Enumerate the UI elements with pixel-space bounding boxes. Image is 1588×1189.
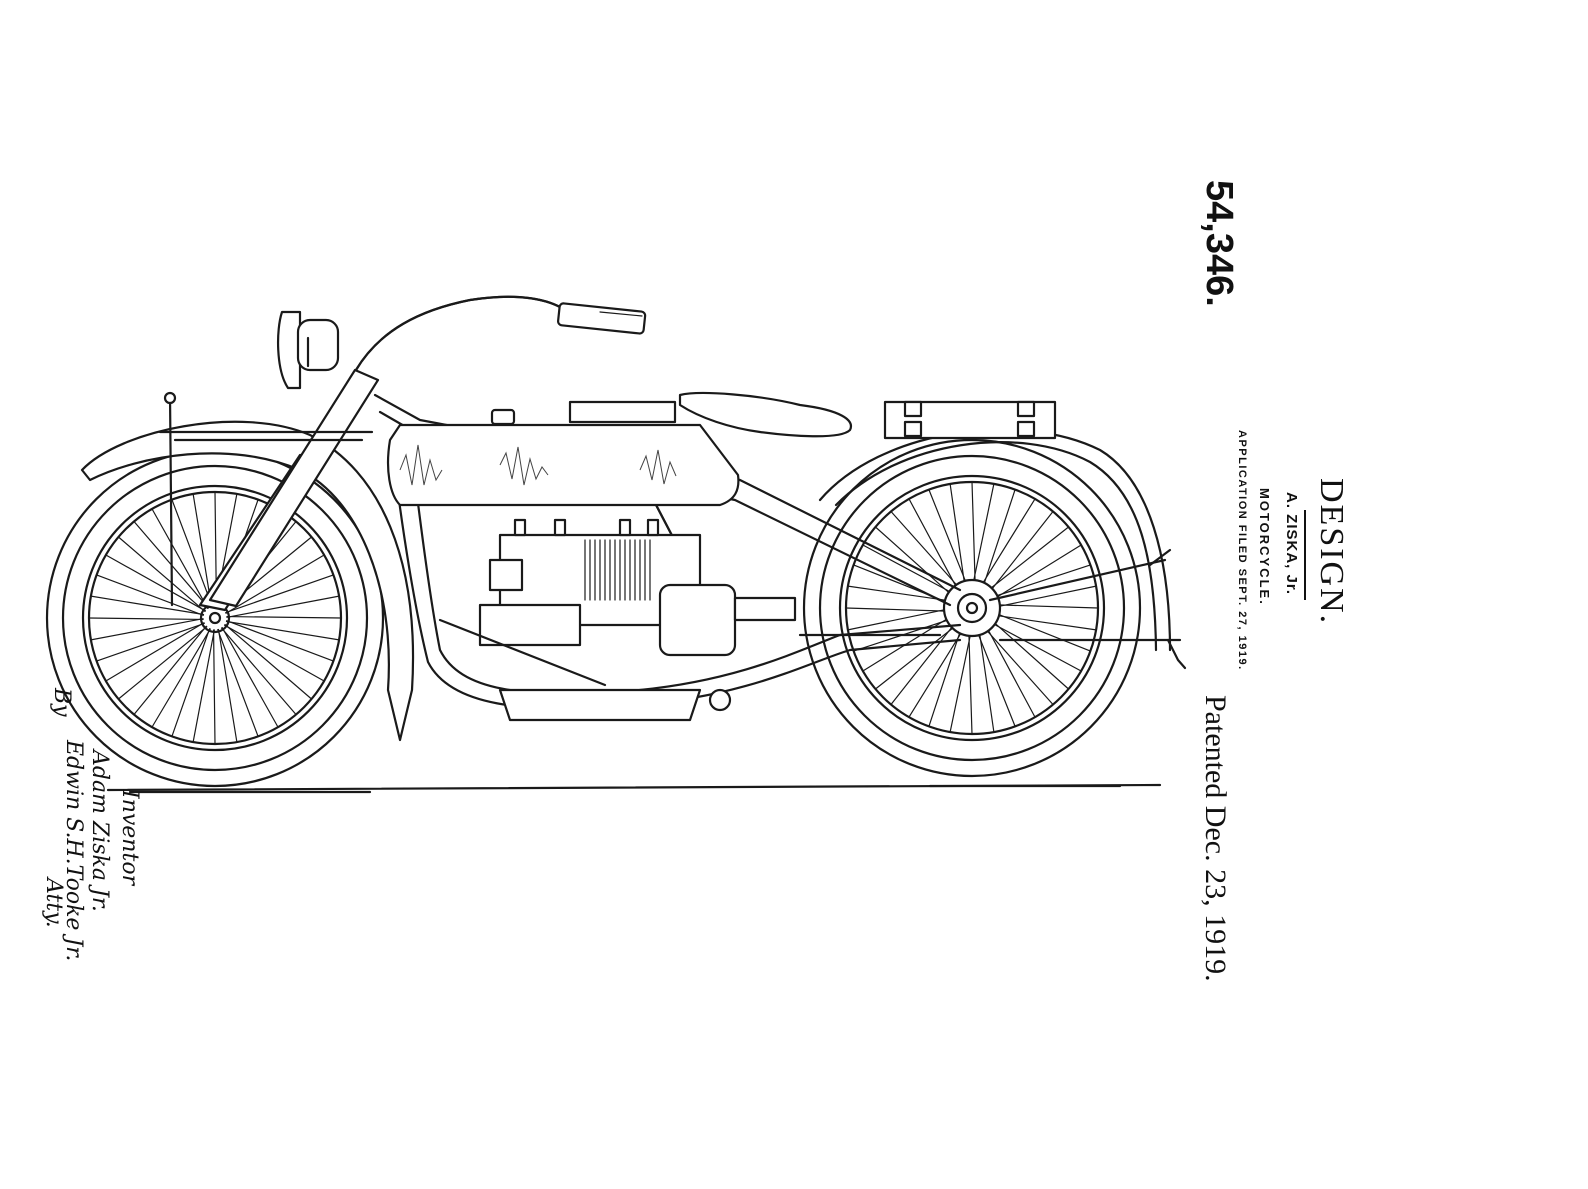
front-wheel-spoke <box>226 615 342 619</box>
rear-wheel-spoke <box>996 613 1092 652</box>
rear-wheel-spoke <box>890 510 959 587</box>
front-wheel-spoke <box>95 622 205 662</box>
rear-wheel <box>802 438 1142 778</box>
front-wheel-spoke <box>90 618 204 641</box>
front-wheel-spoke <box>117 626 208 700</box>
front-wheel-spoke <box>217 629 259 738</box>
front-wheel-spoke <box>171 628 211 738</box>
inventor-name: A. ZISKA, Jr. <box>1283 492 1300 596</box>
rear-wheel-spoke <box>997 585 1097 608</box>
rear-wheel-spoke <box>994 564 1092 597</box>
rear-wheel-spoke <box>928 488 967 584</box>
rear-wheel-spoke <box>949 483 966 584</box>
design-underline <box>1304 510 1306 600</box>
rear-wheel-spoke <box>862 544 952 593</box>
rear-wheel-spoke <box>949 633 972 733</box>
rear-fender <box>818 400 1187 670</box>
inventor-signature: Adam Ziska Jr. <box>87 750 112 912</box>
rear-wheel-spoke <box>890 625 954 706</box>
rear-wheel-spoke <box>874 626 955 690</box>
front-wheel-spoke <box>117 536 206 613</box>
by-label: By <box>49 688 74 717</box>
rear-wheel-spoke <box>847 585 948 602</box>
rear-wheel-spoke <box>968 633 973 735</box>
design-label: DESIGN. <box>1313 478 1350 626</box>
rear-wheel-spoke <box>978 632 995 733</box>
front-wheel-spoke <box>105 622 205 682</box>
inventor-label: Inventor <box>117 790 142 886</box>
front-wheel-spoke <box>133 625 207 716</box>
attorney-signature: Edwin S.H.Tooke Jr. <box>61 740 86 962</box>
front-wheel-spoke <box>221 626 279 728</box>
front-wheel-spoke <box>217 628 238 743</box>
rear-wheel-spoke <box>981 498 1036 585</box>
engine <box>438 518 942 722</box>
rear-wheel-spoke <box>987 628 1036 718</box>
front-wheel-spoke <box>192 629 215 743</box>
rear-wheel-spoke <box>997 604 1099 609</box>
rear-wheel-spoke <box>874 526 951 595</box>
front-fender <box>80 420 415 742</box>
front-wheel-spoke <box>192 493 213 608</box>
front-wheel-spoke <box>225 574 335 614</box>
drawing-title: MOTORCYCLE. <box>1257 488 1272 606</box>
front-wheel-spoke <box>225 554 325 614</box>
handlebar <box>354 295 647 372</box>
front-wheel <box>45 448 385 788</box>
front-wheel-spoke <box>151 628 211 728</box>
front-wheel-spoke <box>223 624 325 682</box>
rear-wheel-spoke <box>847 608 947 631</box>
rear-wheel-spoke <box>996 614 1097 631</box>
rear-wheel-spoke <box>995 544 1082 599</box>
headlamp <box>276 310 340 390</box>
rear-wheel-spoke <box>985 629 1054 706</box>
ground-shadows <box>128 784 1122 794</box>
rear-wheel-spoke <box>983 488 1016 586</box>
front-wheel-spoke <box>224 623 313 700</box>
front-wheel-spoke <box>220 627 297 716</box>
front-wheel-spoke <box>88 617 204 621</box>
fuel-tank <box>386 408 740 507</box>
rear-wheel-spoke <box>972 483 995 583</box>
front-wheel-spoke <box>105 554 207 612</box>
front-wheel-spoke <box>171 498 213 607</box>
rear-wheel-spoke <box>989 526 1070 590</box>
saddle <box>568 391 853 438</box>
rear-wheel-spoke <box>971 481 976 583</box>
rear-wheel-spoke <box>908 631 963 718</box>
rear-wheel-spoke <box>990 510 1054 591</box>
attorney-label: Atty. <box>41 878 66 928</box>
front-wheel-spoke <box>226 595 340 618</box>
front-wheel-spoke <box>225 620 340 641</box>
rear-wheel-spoke <box>977 632 1016 728</box>
front-wheel-spoke <box>212 629 216 745</box>
front-wheel-spoke <box>151 508 209 610</box>
application-filed: APPLICATION FILED SEPT. 27, 1919. <box>1236 430 1248 671</box>
patented-date: Patented Dec. 23, 1919. <box>1199 695 1232 982</box>
rear-wheel-spoke <box>845 607 947 612</box>
patent-number: 54,346. <box>1198 180 1240 307</box>
front-wheel-spoke <box>226 620 335 662</box>
rear-wheel-spoke <box>908 498 957 588</box>
front-wheel-spoke <box>90 595 205 616</box>
rear-wheel-spoke <box>928 630 961 728</box>
front-fork <box>158 368 380 612</box>
front-wheel-spoke <box>95 574 204 616</box>
rear-wheel-spoke <box>992 623 1082 672</box>
rear-wheel-spoke <box>993 621 1070 690</box>
